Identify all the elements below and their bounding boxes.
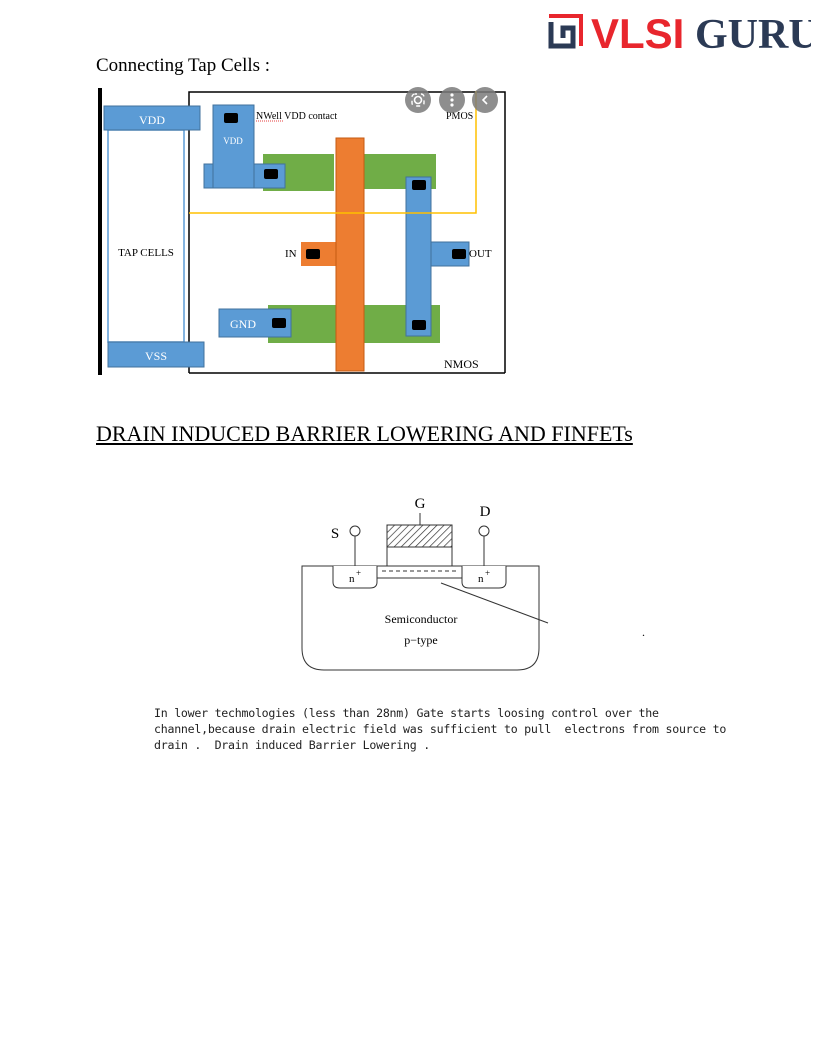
- drain-label: D: [480, 504, 491, 520]
- heading-tap-cells: Connecting Tap Cells :: [96, 55, 271, 76]
- gate-oxide: [386, 546, 453, 567]
- tap-cells-label: TAP CELLS: [118, 247, 174, 259]
- svg-text:GND: GND: [230, 317, 256, 331]
- drain-n-plus: [461, 566, 507, 589]
- dibl-paragraph: In lower techmologies (less than 28nm) G…: [154, 706, 727, 752]
- svg-text:VSS: VSS: [145, 349, 167, 363]
- output-metal: [405, 176, 432, 337]
- logo-text-vlsi: VLSI: [591, 10, 684, 52]
- more-vert-icon[interactable]: [439, 87, 465, 113]
- lens-icon[interactable]: [405, 87, 431, 113]
- left-edge-bar: [98, 88, 102, 375]
- svg-text:n: n: [349, 573, 355, 585]
- svg-text:+: +: [485, 568, 490, 578]
- cell-boundary: [188, 91, 506, 373]
- channel: [376, 565, 463, 579]
- pointer-line: [440, 582, 549, 624]
- vlsiguru-logo: VLSI GURU: [548, 10, 811, 52]
- ptype-label: p−type: [404, 633, 437, 647]
- drain-terminal: [478, 525, 490, 537]
- poly-gate: [335, 137, 365, 372]
- contacts: [224, 113, 466, 330]
- svg-text:VDD: VDD: [223, 136, 243, 146]
- svg-text:.: .: [642, 625, 645, 639]
- chip-logo-icon: [548, 14, 583, 49]
- svg-text:n: n: [478, 573, 484, 585]
- logo-text-guru: GURU: [695, 12, 811, 52]
- gate-label: G: [415, 496, 426, 512]
- gate-electrode: [386, 524, 453, 548]
- tap-cell-column: [107, 129, 185, 343]
- tap-cell-diagram: VDD VSS TAP CELLS VDD GND NWell VDD cont…: [98, 87, 506, 375]
- heading-dibl: DRAIN INDUCED BARRIER LOWERING AND FINFE…: [96, 421, 633, 446]
- svg-text:VDD: VDD: [139, 113, 165, 127]
- pmos-label: PMOS: [446, 111, 473, 122]
- vdd-rail: [103, 105, 201, 131]
- vss-rail: [107, 341, 205, 368]
- source-terminal: [349, 525, 361, 537]
- svg-text:+: +: [356, 568, 361, 578]
- nwell-contact-label: NWell VDD contact: [256, 111, 337, 122]
- source-label: S: [331, 526, 339, 542]
- p-substrate: [301, 565, 540, 671]
- mosfet-diagram: G S D n + n + Semiconductor p−type .: [301, 496, 645, 671]
- in-label: IN: [285, 248, 297, 260]
- nwell-boundary: [189, 91, 477, 214]
- semiconductor-label: Semiconductor: [385, 612, 458, 626]
- nmos-label: NMOS: [444, 357, 479, 371]
- chevron-left-icon[interactable]: [472, 87, 498, 113]
- out-label: OUT: [469, 248, 492, 260]
- source-n-plus: [332, 566, 378, 589]
